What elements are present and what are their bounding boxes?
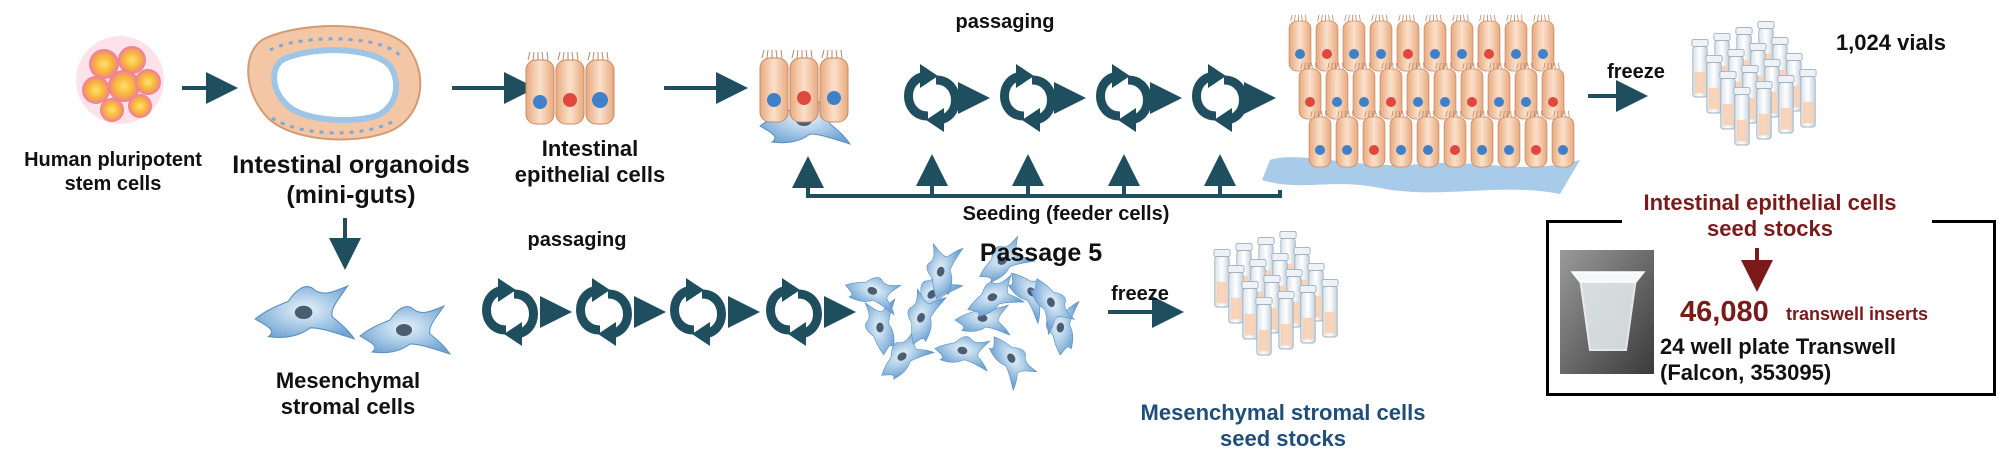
epithelial-cells-icon bbox=[525, 51, 615, 125]
iec-stocks-label: Intestinal epithelial cells seed stocks bbox=[1643, 190, 1897, 242]
seeding-feedback-lines bbox=[792, 154, 1282, 198]
inserts-count: 46,080 bbox=[1680, 296, 1769, 328]
box-top-left-edge bbox=[1546, 220, 1622, 223]
passaging-cycle-icon bbox=[675, 278, 722, 346]
iec-label: Intestinal epithelial cells bbox=[514, 136, 666, 188]
passaging-top-label: passaging bbox=[955, 11, 1055, 33]
passaging-cycle-icon bbox=[1101, 64, 1148, 132]
passaging-cycle-icon bbox=[1197, 64, 1244, 132]
freeze-bottom-label: freeze bbox=[1111, 283, 1169, 305]
passaging-cycle-icon bbox=[581, 278, 628, 346]
msc-label: Mesenchymal stromal cells bbox=[275, 368, 421, 420]
vial-rack-icon bbox=[1213, 230, 1339, 356]
plate-label: 24 well plate Transwell (Falcon, 353095) bbox=[1660, 334, 1896, 386]
freeze-top-label: freeze bbox=[1607, 61, 1665, 83]
msc-stocks-label: Mesenchymal stromal cells seed stocks bbox=[1140, 400, 1426, 452]
transwell-box bbox=[1546, 220, 1996, 396]
passaging-cycle-icon bbox=[1005, 64, 1052, 132]
box-top-right-edge bbox=[1932, 220, 1996, 223]
vial-rack-icon bbox=[1691, 20, 1817, 146]
mesenchymal-cell-icon bbox=[254, 285, 451, 355]
inserts-unit: transwell inserts bbox=[1786, 304, 1929, 324]
passaging-cycle-icon bbox=[909, 64, 956, 132]
passage5-label: Passage 5 bbox=[979, 239, 1103, 267]
vials-label: 1,024 vials bbox=[1835, 30, 1947, 55]
seeding-label: Seeding (feeder cells) bbox=[962, 203, 1170, 225]
passaging-bottom-label: passaging bbox=[527, 229, 627, 251]
epithelial-cells-icon bbox=[759, 49, 851, 145]
organoid-icon bbox=[247, 25, 422, 141]
epithelial-cells-icon bbox=[1262, 14, 1580, 194]
transwell-insert-icon bbox=[1560, 250, 1654, 374]
hpsc-label: Human pluripotent stem cells bbox=[24, 149, 202, 195]
passaging-cycle-icon bbox=[487, 278, 534, 346]
stem-cell-cluster-icon bbox=[76, 36, 164, 124]
organoids-label: Intestinal organoids (mini-guts) bbox=[232, 151, 470, 209]
passaging-cycle-icon bbox=[771, 278, 818, 346]
